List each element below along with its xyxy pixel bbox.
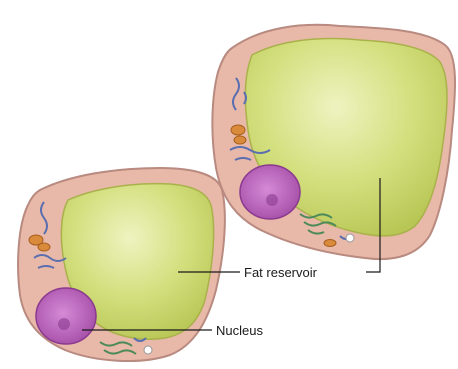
nucleus-label: Nucleus <box>216 323 263 338</box>
small-cell-nucleus <box>36 288 96 344</box>
large-cell-nucleus <box>240 165 300 219</box>
large-fat-cell <box>212 25 455 259</box>
fat-reservoir-label: Fat reservoir <box>244 265 318 280</box>
small-fat-cell <box>18 168 225 361</box>
small-cell-nucleolus <box>58 318 70 330</box>
large-cell-nucleolus <box>266 194 278 206</box>
